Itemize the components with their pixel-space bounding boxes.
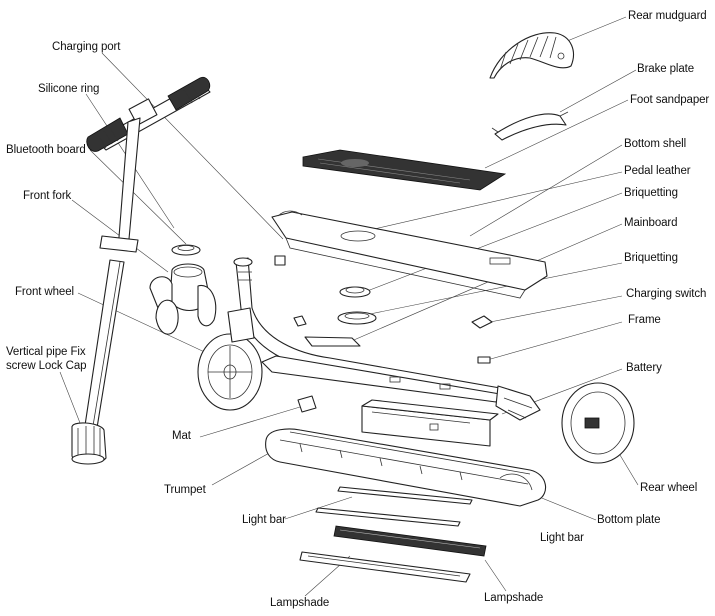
label-frame: Frame: [628, 314, 661, 326]
leader-charging-switch: [484, 295, 623, 324]
leader-front-wheel: [77, 292, 227, 363]
light-bar-parts: [315, 486, 473, 527]
label-mat: Mat: [172, 430, 191, 442]
leader-vertical-pipe: [59, 371, 83, 429]
trumpet-part: [265, 428, 547, 507]
label-trumpet: Trumpet: [164, 484, 206, 496]
label-pedal-leather: Pedal leather: [624, 165, 691, 177]
label-lampshade-1: Lampshade: [270, 597, 330, 609]
label-bluetooth-board: Bluetooth board: [6, 144, 86, 156]
label-silicone-ring: Silicone ring: [38, 83, 100, 95]
leader-brake-plate: [559, 69, 637, 113]
handlebar-part: [86, 76, 211, 152]
label-light-bar-1: Light bar: [242, 514, 286, 526]
leader-briquetting-1: [361, 192, 623, 294]
label-bottom-plate: Bottom plate: [597, 514, 661, 526]
leader-pedal-leather: [369, 171, 623, 231]
leader-bluetooth-board: [89, 149, 187, 245]
battery-part: [361, 399, 499, 447]
rear-mudguard-part: [489, 32, 574, 79]
mat-part: [297, 395, 317, 413]
label-mainboard: Mainboard: [624, 217, 678, 229]
frame-part: [227, 257, 541, 421]
leader-bottom-shell: [469, 144, 623, 237]
label-foot-sandpaper: Foot sandpaper: [630, 94, 710, 106]
label-light-bar-2: Light bar: [540, 532, 584, 544]
label-rear-mudguard: Rear mudguard: [628, 10, 707, 22]
label-vertical-pipe-1: Vertical pipe Fix: [6, 346, 86, 358]
label-front-wheel: Front wheel: [15, 286, 74, 298]
small-parts: [274, 255, 493, 364]
label-charging-switch: Charging switch: [626, 288, 707, 300]
leader-mainboard: [339, 223, 623, 347]
label-front-fork: Front fork: [23, 190, 72, 202]
label-brake-plate: Brake plate: [637, 63, 695, 75]
leader-briquetting-2: [359, 262, 623, 317]
stem-part: [71, 117, 141, 465]
front-fork-part: [149, 244, 217, 335]
brake-plate-part: [491, 111, 569, 141]
label-battery: Battery: [626, 362, 662, 374]
label-vertical-pipe-2: screw Lock Cap: [6, 360, 87, 372]
leader-frame: [479, 321, 623, 363]
leader-lampshade-2: [484, 559, 507, 592]
front-wheel-part: [197, 333, 263, 411]
label-briquetting-2: Briquetting: [624, 252, 678, 264]
rear-wheel-part: [561, 382, 635, 464]
leader-charging-port: [101, 52, 284, 240]
label-briquetting-1: Briquetting: [624, 187, 678, 199]
bottom-shell-part: [271, 210, 548, 299]
label-rear-wheel: Rear wheel: [640, 482, 698, 494]
leader-mat: [199, 406, 301, 438]
label-bottom-shell: Bottom shell: [624, 138, 687, 150]
leader-foot-sandpaper: [484, 99, 629, 169]
label-lampshade-2: Lampshade: [484, 592, 544, 604]
lampshade-parts: [299, 525, 487, 583]
foot-sandpaper-part: [302, 149, 507, 191]
label-charging-port: Charging port: [52, 41, 121, 53]
